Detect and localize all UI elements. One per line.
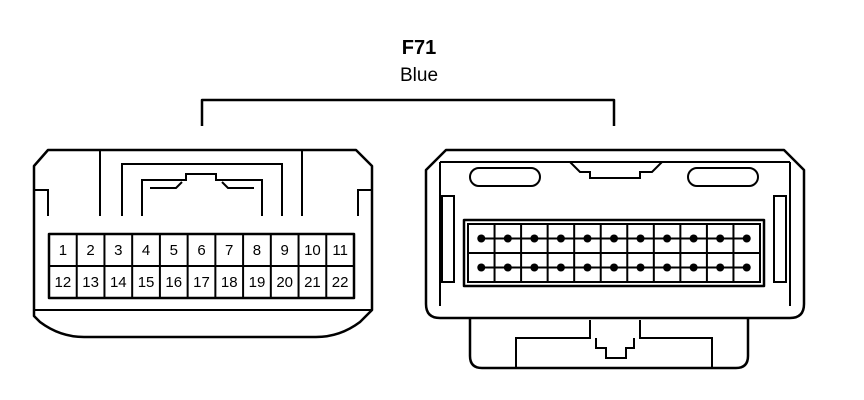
pin-number: 16 xyxy=(165,274,182,291)
terminal-dot xyxy=(636,263,645,272)
pin-number: 22 xyxy=(332,274,349,291)
terminal-dot xyxy=(556,263,565,272)
pin-number: 2 xyxy=(86,242,94,259)
bottom-lock-inner xyxy=(515,320,713,368)
terminal-dot xyxy=(503,234,512,243)
housing-step-right xyxy=(357,189,372,216)
lock-tab-detail xyxy=(150,181,254,189)
lock-tab xyxy=(141,173,263,216)
connector-color: Blue xyxy=(400,65,438,86)
pin-number: 13 xyxy=(82,274,99,291)
pin-number: 6 xyxy=(197,242,205,259)
terminal-dot xyxy=(530,234,539,243)
terminal-dot xyxy=(663,234,672,243)
bottom-lock-tab xyxy=(595,338,635,359)
connector-id: F71 xyxy=(402,37,436,59)
pin-number: 10 xyxy=(304,242,321,259)
bottom-lock xyxy=(468,318,750,370)
terminal-dot xyxy=(556,234,565,243)
slot-right xyxy=(687,167,759,187)
terminal-dot xyxy=(503,263,512,272)
terminal-dot xyxy=(716,234,725,243)
pin-number: 8 xyxy=(253,242,261,259)
top-latch xyxy=(569,161,663,179)
view-bracket xyxy=(200,98,616,126)
terminal-dot xyxy=(663,263,672,272)
lock-outer xyxy=(99,150,303,216)
terminal-housing xyxy=(424,148,806,320)
slot-left xyxy=(469,167,541,187)
terminal-grid xyxy=(462,218,766,288)
housing-inner-line xyxy=(439,161,791,306)
terminal-cells xyxy=(468,224,760,282)
terminal-dot xyxy=(636,234,645,243)
pin-number: 9 xyxy=(281,242,289,259)
terminal-dot xyxy=(583,234,592,243)
terminal-dot xyxy=(530,263,539,272)
pin-number: 12 xyxy=(55,274,72,291)
connector-terminal-view xyxy=(424,148,806,370)
pin-number: 15 xyxy=(138,274,155,291)
terminal-dot xyxy=(689,263,698,272)
pin-number: 17 xyxy=(193,274,210,291)
pin-number: 14 xyxy=(110,274,127,291)
pin-number: 5 xyxy=(170,242,178,259)
pin-number: 21 xyxy=(304,274,321,291)
terminal-dot xyxy=(742,234,751,243)
pin-number: 4 xyxy=(142,242,150,259)
pin-number: 3 xyxy=(114,242,122,259)
pin-number: 7 xyxy=(225,242,233,259)
pin-number: 11 xyxy=(332,242,348,259)
pin-number: 18 xyxy=(221,274,238,291)
housing-step-left xyxy=(34,189,49,216)
side-rib-right xyxy=(773,195,787,283)
terminal-dot xyxy=(477,263,486,272)
terminal-dot xyxy=(610,234,618,243)
pin-number: 1 xyxy=(59,242,67,259)
pin-number: 19 xyxy=(249,274,266,291)
terminal-dot xyxy=(583,263,592,272)
connector-housing xyxy=(32,148,374,339)
terminal-dot xyxy=(477,234,486,243)
terminal-dot xyxy=(610,263,618,272)
terminal-dot xyxy=(742,263,751,272)
side-rib-left xyxy=(441,195,455,283)
pin-number: 20 xyxy=(276,274,293,291)
terminal-dot xyxy=(716,263,725,272)
terminal-dot xyxy=(689,234,698,243)
lock-inner xyxy=(121,163,283,216)
